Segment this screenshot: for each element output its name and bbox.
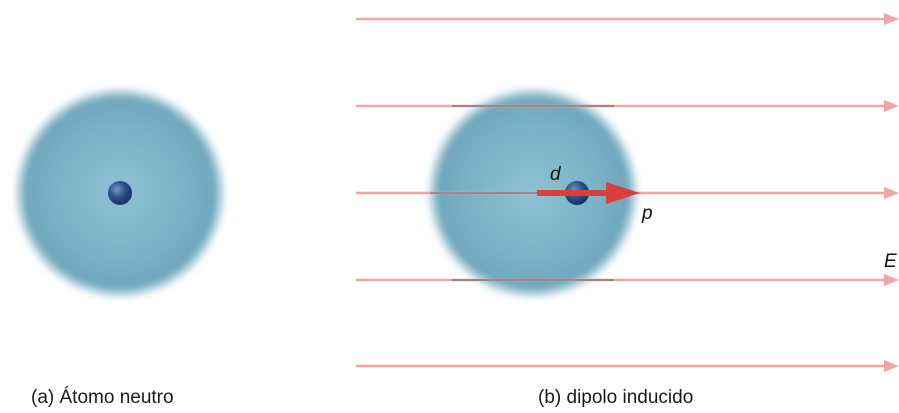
field-arrow-icon bbox=[884, 187, 899, 199]
dipole-moment-label: p bbox=[641, 203, 653, 224]
field-arrow-icon bbox=[884, 100, 899, 112]
electric-field-label: E bbox=[884, 251, 897, 272]
field-line bbox=[356, 100, 899, 112]
field-arrow-icon bbox=[884, 274, 899, 286]
field-arrow-icon bbox=[884, 13, 899, 25]
neutral-atom bbox=[13, 86, 227, 300]
caption-induced-dipole: (b) dipolo inducido bbox=[538, 387, 693, 409]
caption-neutral-atom: (a) Átomo neutro bbox=[31, 387, 174, 409]
field-line bbox=[356, 360, 899, 372]
field-line bbox=[356, 13, 899, 25]
nucleus-icon bbox=[108, 181, 132, 205]
displacement-label: d bbox=[550, 164, 562, 185]
field-line bbox=[356, 274, 899, 286]
field-arrow-icon bbox=[884, 360, 899, 372]
